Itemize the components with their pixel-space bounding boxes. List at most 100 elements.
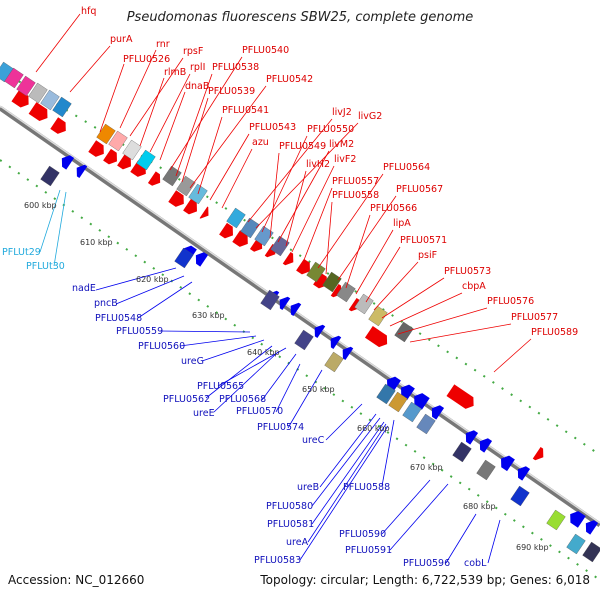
gene-label[interactable]: PFLU0567	[396, 184, 443, 195]
gene-block[interactable]	[270, 235, 290, 257]
gene-label[interactable]: ureC	[302, 435, 325, 446]
gene-block[interactable]	[324, 351, 344, 373]
forward-gene-arrow[interactable]	[364, 326, 391, 350]
gene-label[interactable]: purA	[110, 34, 133, 45]
gene-label[interactable]: PFLU0538	[212, 62, 259, 73]
forward-gene-arrow[interactable]	[88, 140, 107, 159]
gene-label[interactable]: dnaB	[185, 81, 209, 92]
gene-block[interactable]	[136, 149, 156, 171]
gene-block[interactable]	[40, 89, 60, 111]
gene-block[interactable]	[294, 329, 314, 351]
forward-gene-arrow[interactable]	[50, 117, 69, 136]
forward-gene-arrow[interactable]	[532, 446, 547, 463]
forward-gene-arrow[interactable]	[199, 206, 213, 222]
forward-gene-arrow[interactable]	[117, 153, 135, 172]
gene-label[interactable]: PFLU0550	[307, 124, 354, 135]
gene-label[interactable]: PFLU0557	[332, 176, 379, 187]
reverse-gene-arrow[interactable]	[339, 344, 354, 361]
gene-block[interactable]	[52, 96, 72, 118]
gene-label[interactable]: livF2	[334, 154, 356, 165]
gene-label[interactable]: PFLU0591	[345, 545, 392, 556]
gene-block[interactable]	[306, 261, 326, 283]
gene-label[interactable]: PFLU0539	[208, 86, 255, 97]
reverse-gene-arrow[interactable]	[566, 508, 586, 528]
gene-label[interactable]: PFLU0549	[279, 141, 326, 152]
gene-label[interactable]: PFLU0571	[400, 235, 447, 246]
gene-label[interactable]: PFLU0573	[444, 266, 491, 277]
reverse-gene-arrow[interactable]	[514, 463, 531, 481]
gene-label[interactable]: PFLU0589	[531, 327, 578, 338]
forward-gene-arrow[interactable]	[147, 171, 164, 188]
gene-label[interactable]: PFLU0565	[197, 381, 244, 392]
gene-label[interactable]: PFLU0590	[339, 529, 386, 540]
gene-label[interactable]: rplI	[190, 62, 205, 73]
gene-label[interactable]: rpsF	[183, 46, 203, 57]
gene-block[interactable]	[4, 67, 24, 89]
forward-gene-arrow[interactable]	[232, 230, 251, 249]
gene-label[interactable]: PFLU0596	[403, 558, 450, 569]
gene-label[interactable]: rlmB	[164, 67, 186, 78]
gene-label[interactable]: nadE	[72, 283, 96, 294]
gene-block[interactable]	[40, 165, 60, 187]
reverse-gene-arrow[interactable]	[397, 382, 415, 401]
gene-block[interactable]	[176, 175, 196, 197]
gene-label[interactable]: cobL	[464, 558, 487, 569]
gene-block[interactable]	[108, 130, 128, 152]
reverse-gene-arrow[interactable]	[497, 453, 515, 472]
gene-block[interactable]	[546, 509, 566, 531]
gene-block[interactable]	[402, 401, 422, 423]
gene-block[interactable]	[254, 225, 274, 247]
reverse-gene-arrow[interactable]	[73, 162, 88, 179]
gene-block[interactable]	[96, 123, 116, 145]
gene-label[interactable]: PFLU0576	[487, 296, 534, 307]
gene-block[interactable]	[240, 217, 260, 239]
forward-gene-arrow[interactable]	[103, 148, 121, 167]
reverse-gene-arrow[interactable]	[287, 300, 302, 317]
gene-block[interactable]	[174, 247, 194, 269]
gene-label[interactable]: hfq	[81, 6, 96, 17]
gene-label[interactable]: PFLU0574	[257, 422, 304, 433]
gene-block[interactable]	[16, 75, 36, 97]
gene-block[interactable]	[354, 293, 374, 315]
gene-label[interactable]: rnr	[156, 39, 170, 50]
gene-block[interactable]	[388, 391, 408, 413]
gene-label[interactable]: ureB	[297, 482, 319, 493]
gene-label[interactable]: livJ2	[332, 107, 352, 118]
reverse-gene-arrow[interactable]	[192, 249, 209, 267]
gene-label[interactable]: PFLU0541	[222, 105, 269, 116]
forward-gene-arrow[interactable]	[219, 222, 237, 241]
gene-label[interactable]: lipA	[393, 218, 411, 229]
gene-label[interactable]: PFLU0577	[511, 312, 558, 323]
gene-label[interactable]: PFLU0583	[254, 555, 301, 566]
gene-label[interactable]: PFLU0542	[266, 74, 313, 85]
reverse-gene-arrow[interactable]	[462, 427, 479, 445]
gene-block[interactable]	[582, 541, 600, 563]
reverse-gene-arrow[interactable]	[58, 152, 75, 170]
gene-block[interactable]	[510, 485, 530, 507]
gene-label[interactable]: PFLUt29	[2, 247, 41, 258]
gene-label[interactable]: ureA	[286, 537, 309, 548]
gene-label[interactable]: pncB	[94, 298, 118, 309]
reverse-gene-arrow[interactable]	[582, 517, 599, 535]
gene-label[interactable]: PFLU0568	[219, 394, 266, 405]
gene-block[interactable]	[322, 271, 342, 293]
gene-block[interactable]	[28, 82, 48, 104]
gene-label[interactable]: livM2	[329, 139, 354, 150]
gene-block[interactable]	[162, 165, 182, 187]
gene-block[interactable]	[226, 207, 246, 229]
gene-block[interactable]	[416, 413, 436, 435]
gene-label[interactable]: PFLU0558	[332, 190, 379, 201]
forward-gene-arrow[interactable]	[28, 102, 52, 124]
forward-gene-arrow[interactable]	[183, 198, 201, 217]
gene-label[interactable]: ureE	[193, 408, 215, 419]
gene-label[interactable]: PFLU0566	[370, 203, 417, 214]
forward-gene-arrow[interactable]	[296, 258, 314, 277]
gene-label[interactable]: cbpA	[462, 281, 486, 292]
forward-gene-arrow[interactable]	[282, 251, 297, 268]
gene-label[interactable]: PFLU0580	[266, 501, 313, 512]
gene-block[interactable]	[452, 441, 472, 463]
forward-gene-arrow[interactable]	[168, 190, 187, 209]
gene-label[interactable]: PFLU0543	[249, 122, 296, 133]
gene-label[interactable]: PFLU0570	[236, 406, 283, 417]
gene-label[interactable]: ureG	[181, 356, 204, 367]
